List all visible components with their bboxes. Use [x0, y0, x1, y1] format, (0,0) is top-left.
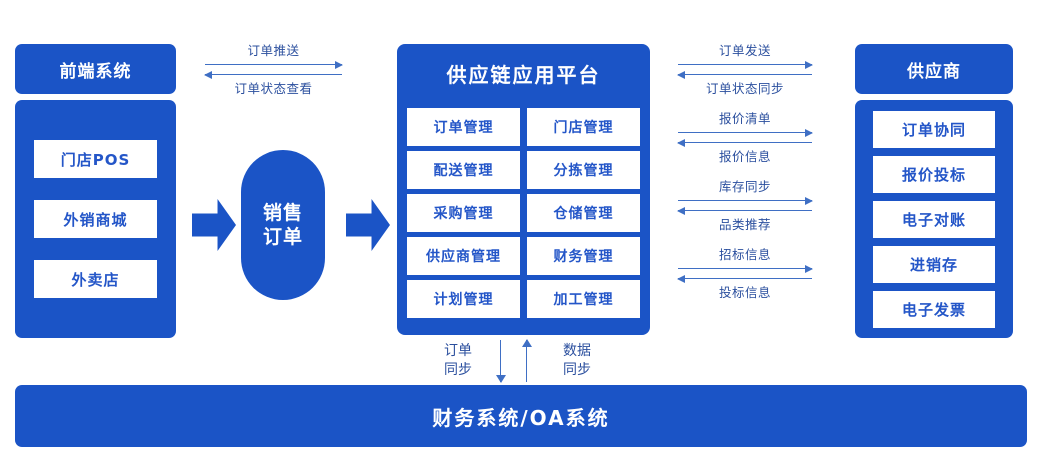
flow-label-order-status-view: 订单状态查看 [234, 81, 313, 96]
frontend-panel-body: 门店POS 外销商城 外卖店 [15, 100, 176, 338]
supplier-item-inventory-management[interactable]: 进销存 [873, 245, 995, 283]
arrow-head-right-icon [805, 265, 813, 273]
vertical-sync-flow: 订单 同步 数据 同步 [430, 339, 620, 384]
platform-title: 供应链应用平台 [446, 62, 601, 87]
bidirectional-arrow [677, 129, 813, 147]
flow-label-bid-info: 投标信息 [718, 285, 771, 300]
flow-label-quotation-info: 报价信息 [718, 149, 771, 164]
arrow-line-right [678, 64, 812, 65]
arrow-down-icon [496, 340, 506, 383]
platform-module-planning[interactable]: 计划管理 [407, 280, 520, 318]
arrow-head-right-icon [805, 61, 813, 69]
platform-module-processing[interactable]: 加工管理 [527, 280, 640, 318]
bidirectional-arrow [677, 265, 813, 283]
arrow-head-right-icon [335, 61, 343, 69]
frontend-item-online-mall[interactable]: 外销商城 [34, 200, 157, 238]
block-arrow-right-icon [192, 199, 236, 251]
frontend-item-store-pos[interactable]: 门店POS [34, 140, 157, 178]
flow-platform-supplier-1: 订单发送 订单状态同步 [677, 40, 813, 97]
platform-module-store[interactable]: 门店管理 [527, 108, 640, 146]
flow-label-order-push: 订单推送 [247, 43, 300, 58]
sync-label-order: 订单 同步 [430, 342, 486, 380]
arrow-head-left-icon [204, 71, 212, 79]
bidirectional-arrow [677, 61, 813, 79]
bottom-bar-title: 财务系统/OA系统 [15, 385, 1027, 447]
sales-order-capsule: 销售 订单 [241, 150, 325, 300]
arrow-line-left [205, 74, 342, 75]
arrow-stem [526, 340, 527, 382]
arrow-head-left-icon [677, 275, 685, 283]
platform-module-grid: 订单管理 门店管理 配送管理 分拣管理 采购管理 仓储管理 供应商管理 财务管理… [407, 108, 640, 318]
arrow-head-left-icon [677, 139, 685, 147]
arrow-line-right [678, 132, 812, 133]
flow-label-inventory-sync: 库存同步 [718, 179, 771, 194]
bidirectional-arrow [204, 61, 343, 79]
arrow-head-up [522, 339, 532, 347]
platform-module-finance[interactable]: 财务管理 [527, 237, 640, 275]
supplier-item-order-collaboration[interactable]: 订单协同 [873, 110, 995, 148]
sync-label-data-line-2: 同步 [563, 361, 591, 378]
arrow-stem [500, 340, 501, 382]
platform-module-warehouse[interactable]: 仓储管理 [527, 194, 640, 232]
platform-module-supplier[interactable]: 供应商管理 [407, 237, 520, 275]
block-arrow-right-icon [346, 199, 390, 251]
arrow-line-left [678, 74, 812, 75]
supplier-item-e-invoice[interactable]: 电子发票 [873, 290, 995, 328]
frontend-item-takeout-shop[interactable]: 外卖店 [34, 260, 157, 298]
arrow-up-icon [522, 339, 532, 382]
platform-module-delivery[interactable]: 配送管理 [407, 151, 520, 189]
platform-module-sorting[interactable]: 分拣管理 [527, 151, 640, 189]
flow-platform-supplier-2: 报价清单 报价信息 [677, 108, 813, 165]
flow-platform-supplier-3: 库存同步 品类推荐 [677, 176, 813, 233]
arrow-head-down [496, 375, 506, 383]
arrow-line-right [678, 268, 812, 269]
sync-label-order-line-2: 同步 [444, 361, 472, 378]
flow-label-order-send: 订单发送 [718, 43, 771, 58]
sales-order-line-1: 销售 [262, 201, 303, 224]
arrow-head-right-icon [805, 197, 813, 205]
arrow-line-left [678, 210, 812, 211]
flow-label-quotation-list: 报价清单 [718, 111, 771, 126]
arrow-line-left [678, 278, 812, 279]
sync-label-data-line-1: 数据 [563, 343, 591, 359]
arrow-line-right [205, 64, 342, 65]
arrow-head-right-icon [805, 129, 813, 137]
arrow-line-right [678, 200, 812, 201]
flow-frontend-platform: 订单推送 订单状态查看 [204, 40, 343, 97]
arrow-head-left-icon [677, 207, 685, 215]
supplier-panel-title: 供应商 [855, 44, 1013, 94]
arrow-line-left [678, 142, 812, 143]
flow-platform-supplier-4: 招标信息 投标信息 [677, 244, 813, 301]
frontend-panel-title: 前端系统 [15, 44, 176, 94]
arrow-head-left-icon [677, 71, 685, 79]
bidirectional-arrow [677, 197, 813, 215]
flow-label-category-recommendation: 品类推荐 [718, 217, 771, 232]
supplier-panel-body: 订单协同 报价投标 电子对账 进销存 电子发票 [855, 100, 1013, 338]
sync-label-order-line-1: 订单 [444, 343, 472, 359]
sync-label-data: 数据 同步 [548, 342, 606, 380]
platform-module-purchasing[interactable]: 采购管理 [407, 194, 520, 232]
sales-order-line-2: 订单 [262, 226, 303, 248]
supplier-item-quotation-bidding[interactable]: 报价投标 [873, 155, 995, 193]
supplier-item-e-reconciliation[interactable]: 电子对账 [873, 200, 995, 238]
flow-label-order-status-sync: 订单状态同步 [705, 81, 784, 96]
flow-label-tender-info: 招标信息 [718, 247, 771, 262]
platform-panel: 供应链应用平台 订单管理 门店管理 配送管理 分拣管理 采购管理 仓储管理 供应… [397, 44, 650, 335]
platform-module-order[interactable]: 订单管理 [407, 108, 520, 146]
